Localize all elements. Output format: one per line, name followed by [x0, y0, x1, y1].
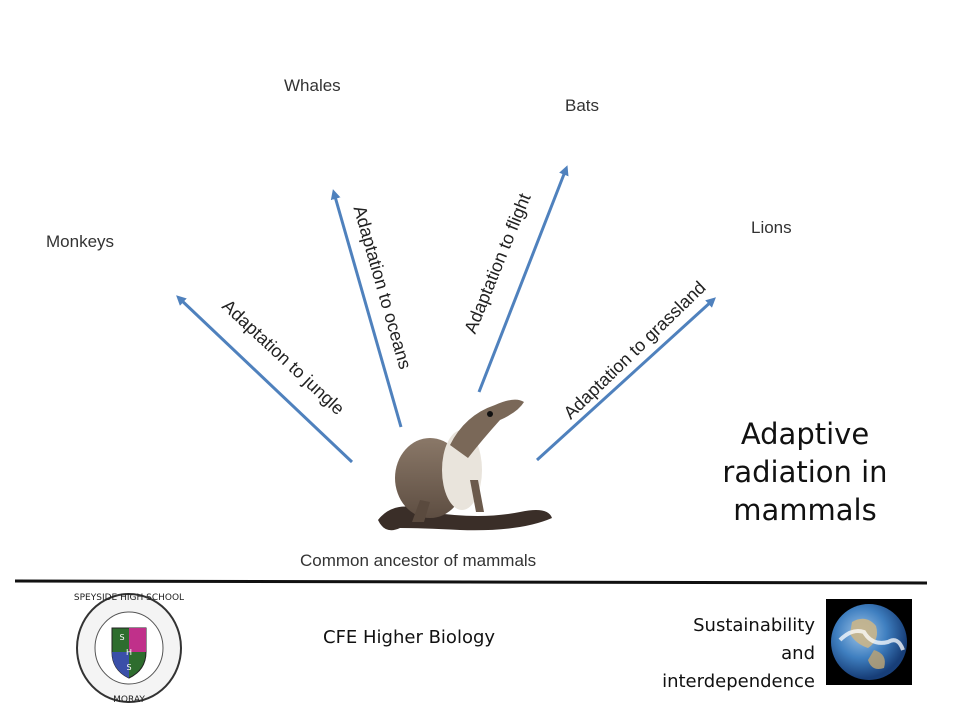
mammal-ancestor-illustration	[378, 399, 552, 531]
crest-letter-3: S	[126, 663, 131, 672]
crest-top-text: SPEYSIDE HIGH SCHOOL	[74, 593, 184, 603]
topic-label: Sustainability and interdependence	[662, 612, 815, 696]
earth-photo	[826, 599, 912, 685]
title-line-3: mammals	[733, 493, 877, 527]
crest-bottom-text: MORAY	[113, 695, 145, 705]
arrow-grassland	[535, 297, 716, 462]
course-label: CFE Higher Biology	[323, 627, 496, 648]
arrow-jungle	[176, 295, 354, 464]
arrow-oceans	[330, 189, 403, 428]
topic-line-2: and	[781, 643, 815, 664]
school-crest-icon: SPEYSIDE HIGH SCHOOL MORAY S H S	[74, 593, 184, 705]
crest-letter-2: H	[126, 648, 132, 657]
label-lions: Lions	[751, 218, 792, 237]
topic-line-3: interdependence	[662, 671, 815, 692]
label-bats: Bats	[565, 96, 600, 115]
label-whales: Whales	[284, 76, 341, 95]
footer-divider	[14, 579, 928, 585]
crest-letter-1: S	[119, 633, 124, 642]
title-line-1: Adaptive	[740, 417, 870, 451]
title-line-2: radiation in	[722, 455, 888, 489]
diagram-title: Adaptive radiation in mammals	[700, 415, 910, 529]
label-common-ancestor: Common ancestor of mammals	[300, 551, 537, 570]
topic-line-1: Sustainability	[693, 615, 815, 636]
label-monkeys: Monkeys	[46, 232, 115, 251]
arrow-flight	[477, 165, 569, 393]
